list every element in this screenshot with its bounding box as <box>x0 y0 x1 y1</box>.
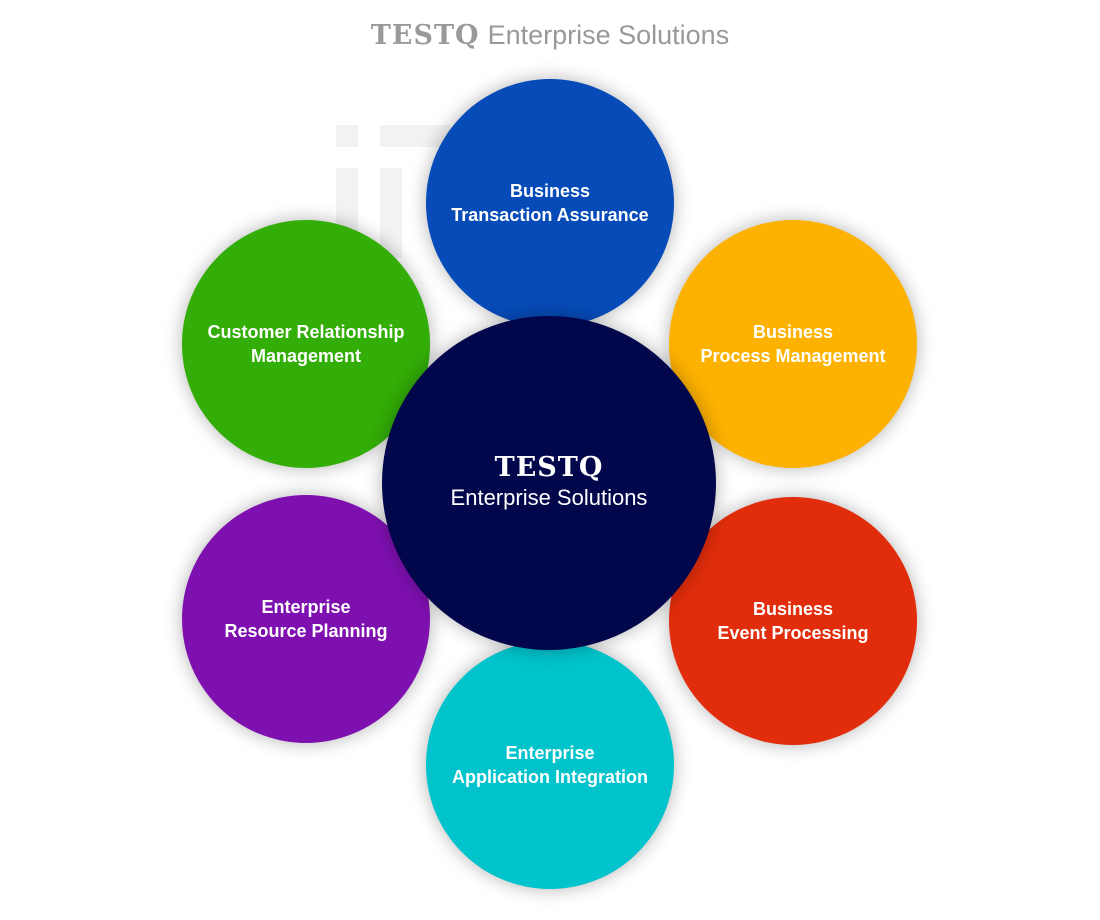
node-label-line1: Enterprise <box>261 597 351 617</box>
node-label-line1: Customer Relationship <box>207 322 405 342</box>
node-label-line2: Process Management <box>700 346 886 366</box>
title-text: Enterprise Solutions <box>487 20 730 50</box>
node-label-line1: Enterprise <box>505 743 595 763</box>
node-label-line1: Business <box>752 322 834 342</box>
node-label-line2: Transaction Assurance <box>451 205 649 225</box>
node-label-line1: Business <box>509 181 591 201</box>
center-label: Enterprise Solutions <box>450 485 648 510</box>
node-label-line1: Business <box>752 599 834 619</box>
title-brand: TESTQ <box>370 20 480 51</box>
center-brand: TESTQ <box>494 452 604 483</box>
node-label-line2: Event Processing <box>717 623 869 643</box>
node-label-line2: Resource Planning <box>224 621 388 641</box>
node-label-line2: Management <box>250 346 362 366</box>
node-label-line2: Application Integration <box>452 767 648 787</box>
